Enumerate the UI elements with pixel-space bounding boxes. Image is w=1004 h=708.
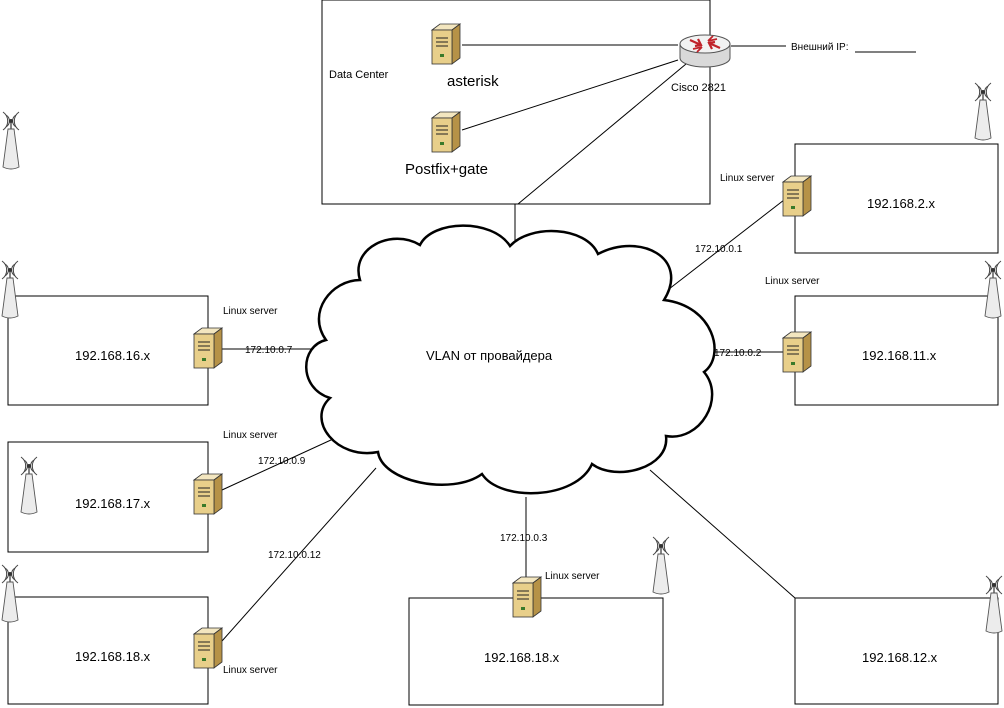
router-label: Cisco 2821	[671, 82, 726, 94]
branch-b18a-server-label: Linux server	[223, 665, 278, 676]
branch-b17-network: 192.168.17.x	[75, 496, 151, 511]
datacenter-label: Data Center	[329, 69, 389, 81]
branch-b11-box	[794, 295, 999, 406]
branch-b2: 192.168.2.x Linux server 172.10.0.1	[695, 82, 999, 255]
branch-b18a-link-ip: 172.10.0.12	[268, 550, 321, 561]
branch-b18a: 192.168.18.x Linux server 172.10.0.12	[1, 550, 321, 705]
branch-b18b-antenna-icon	[652, 536, 670, 595]
branch-b11-server-icon	[782, 331, 812, 373]
branch-b17-server-icon	[193, 473, 223, 515]
branch-b11-link-ip: 172.10.0.2	[714, 348, 762, 359]
branch-b18a-server-icon	[193, 627, 223, 669]
branch-b16-link-ip: 172.10.0.7	[245, 345, 293, 356]
branch-b17-server-label: Linux server	[223, 430, 278, 441]
branch-b2-box	[794, 143, 999, 254]
branch-b2-antenna-icon	[974, 82, 992, 141]
link-router-cloud	[517, 63, 687, 205]
link-postfix-router	[461, 59, 679, 131]
branch-b18b-server-icon	[512, 576, 542, 618]
branch-b18a-network: 192.168.18.x	[75, 649, 151, 664]
branch-b16-network: 192.168.16.x	[75, 348, 151, 363]
link-cloud-b12	[649, 469, 796, 599]
branch-b18b: 192.168.18.x Linux server 172.10.0.3	[408, 533, 670, 706]
datacenter-box	[321, 0, 711, 205]
branch-b16-antenna-icon	[1, 260, 19, 319]
branch-b12: 192.168.12.x	[794, 575, 1003, 705]
branch-b16-box	[7, 295, 209, 406]
branch-b2-server-icon	[782, 175, 812, 217]
branch-b16: 192.168.16.x Linux server 172.10.0.7	[1, 260, 293, 406]
link-cloud-b2	[659, 199, 785, 297]
postfix-label: Postfix+gate	[405, 161, 488, 178]
branch-b18b-network: 192.168.18.x	[484, 650, 560, 665]
asterisk-server-icon	[431, 23, 461, 65]
branch-b12-box	[794, 597, 999, 705]
link-cloud-b18a	[221, 467, 377, 642]
branch-b11-network: 192.168.11.x	[862, 348, 937, 363]
datacenter-group: Data Center asterisk Postfix+gate Cisco …	[321, 0, 731, 268]
branch-b12-network: 192.168.12.x	[862, 650, 938, 665]
branch-b18b-link-ip: 172.10.0.3	[500, 533, 548, 544]
router-icon	[679, 34, 731, 68]
postfix-server-icon	[431, 111, 461, 153]
standalone-antenna-icon	[2, 111, 20, 170]
branch-b18b-server-label: Linux server	[545, 571, 600, 582]
asterisk-label: asterisk	[447, 73, 499, 90]
branch-b2-link-ip: 172.10.0.1	[695, 244, 743, 255]
branch-b2-network: 192.168.2.x	[867, 196, 935, 211]
branch-b11-server-label: Linux server	[765, 276, 820, 287]
external-ip-label: Внешний IP:	[791, 42, 848, 53]
branch-b11: 192.168.11.x Linux server 172.10.0.2	[714, 260, 1002, 406]
branch-b18a-antenna-icon	[1, 564, 19, 623]
branch-b17: 192.168.17.x Linux server 172.10.0.9	[7, 430, 306, 553]
branch-b18b-box	[408, 597, 664, 706]
branch-b17-box	[7, 441, 209, 553]
cloud-label: VLAN от провайдера	[426, 348, 553, 363]
branch-b16-server-label: Linux server	[223, 306, 278, 317]
branch-b11-antenna-icon	[984, 260, 1002, 319]
branch-b16-server-icon	[193, 327, 223, 369]
link-cloud-b17	[221, 433, 345, 491]
branch-b18a-box	[7, 596, 209, 705]
branch-b2-server-label: Linux server	[720, 173, 775, 184]
branch-b17-link-ip: 172.10.0.9	[258, 456, 306, 467]
cloud-icon: VLAN от провайдера	[305, 224, 716, 495]
